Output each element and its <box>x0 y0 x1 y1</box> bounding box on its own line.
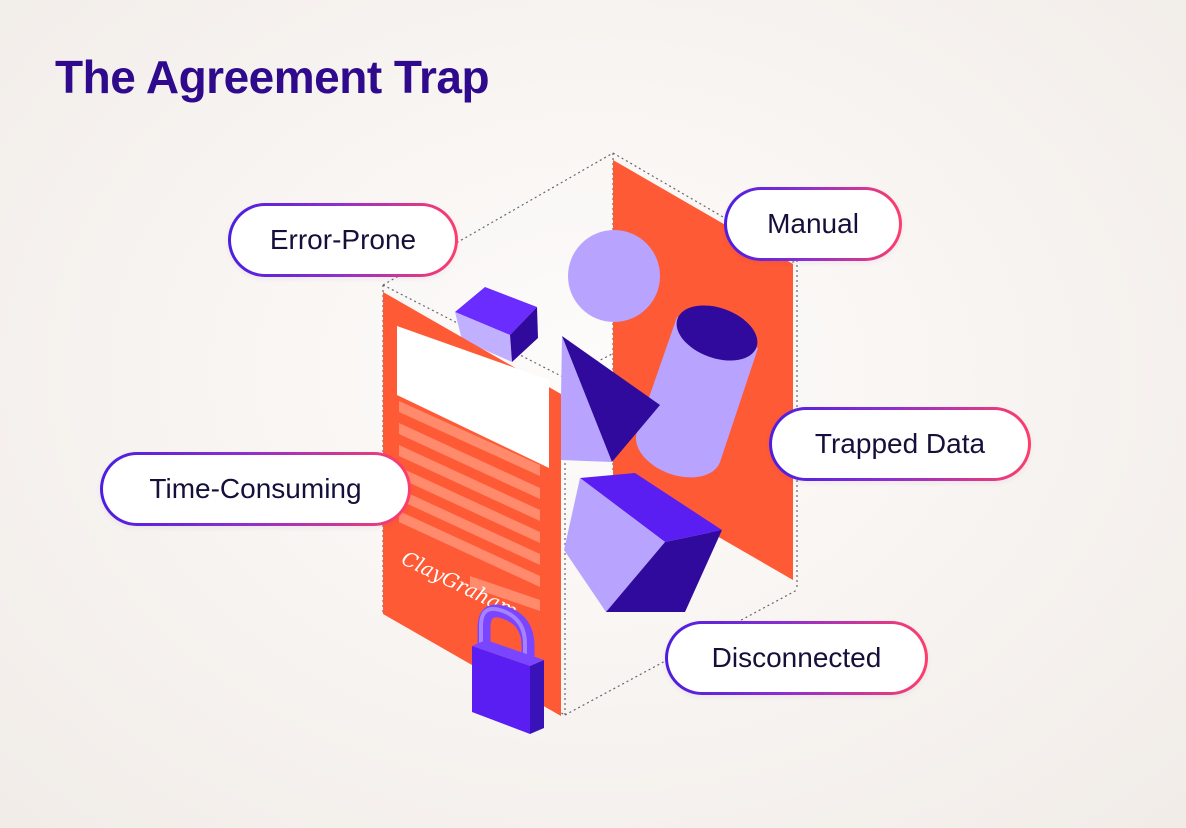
error-prone-text: Error-Prone <box>231 206 455 274</box>
disconnected-text: Disconnected <box>668 624 925 692</box>
sphere-icon <box>568 230 660 322</box>
time-consuming-text: Time-Consuming <box>103 455 408 523</box>
trapped-data-label: Trapped Data <box>769 407 1031 481</box>
lock-icon <box>472 604 544 734</box>
time-consuming-label: Time-Consuming <box>100 452 411 526</box>
disconnected-label: Disconnected <box>665 621 928 695</box>
manual-label: Manual <box>724 187 902 261</box>
error-prone-label: Error-Prone <box>228 203 458 277</box>
page-title: The Agreement Trap <box>55 51 490 103</box>
document-icon: ClayGraham <box>383 292 561 716</box>
cylinder-icon <box>635 305 758 478</box>
document-header-box <box>397 326 549 468</box>
large-cube-icon <box>564 473 722 612</box>
manual-text: Manual <box>727 190 899 258</box>
small-cube-icon <box>455 287 538 362</box>
trapped-data-text: Trapped Data <box>772 410 1028 478</box>
document-text-lines <box>399 401 540 611</box>
pyramid-icon <box>560 336 660 462</box>
